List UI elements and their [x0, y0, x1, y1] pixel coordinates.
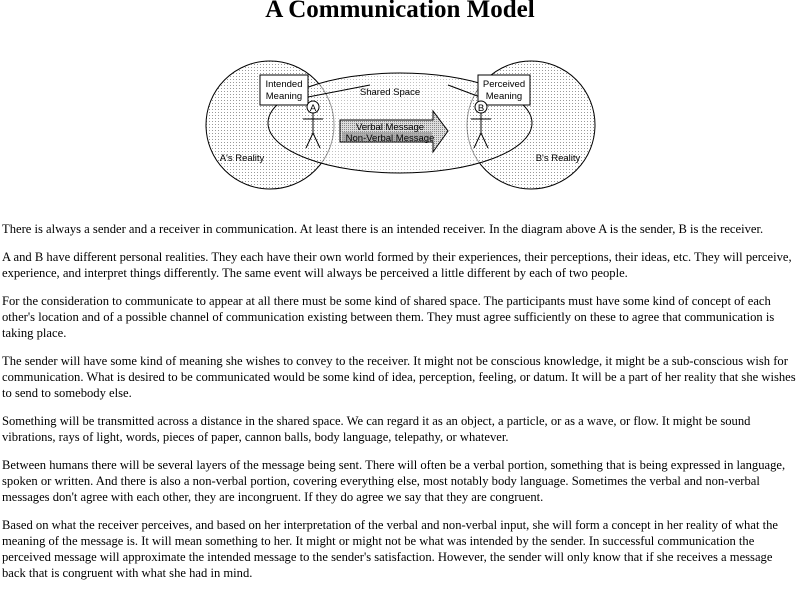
perceived-label-2: Meaning: [486, 91, 522, 102]
paragraph: Based on what the receiver perceives, an…: [2, 518, 778, 580]
nonverbal-message-band: [342, 132, 432, 141]
a-reality-label: A's Reality: [220, 153, 265, 164]
paragraph: Between humans there will be several lay…: [2, 458, 786, 504]
communication-model-diagram: Intended Meaning Perceived Meaning Share…: [205, 60, 596, 190]
b-reality-label: B's Reality: [536, 153, 581, 164]
shared-space-label: Shared Space: [360, 87, 420, 98]
paragraph: A and B have different personal realitie…: [2, 250, 792, 280]
paragraph: For the consideration to communicate to …: [2, 294, 775, 340]
receiver-label: B: [478, 103, 484, 114]
person-a-figure: [303, 100, 323, 149]
perceived-meaning-connector: [447, 84, 481, 98]
person-b-figure: [471, 100, 491, 149]
sender-label: A: [310, 103, 317, 114]
intended-meaning-connector: [307, 84, 371, 98]
verbal-message-label: Verbal Message: [356, 122, 424, 133]
perceived-meaning-box: [477, 74, 531, 106]
perceived-label-1: Perceived: [483, 79, 525, 90]
intended-label-2: Meaning: [266, 91, 302, 102]
nonverbal-message-label: Non-Verbal Message: [346, 133, 435, 144]
paragraph: Something will be transmitted across a d…: [2, 414, 751, 444]
paragraph: There is always a sender and a receiver …: [2, 222, 764, 236]
paragraph: The sender will have some kind of meanin…: [2, 354, 796, 400]
intended-meaning-box: [259, 74, 309, 106]
article-body: There is always a sender and a receiver …: [2, 221, 798, 593]
intended-label-1: Intended: [266, 79, 303, 90]
message-arrow: [339, 109, 449, 154]
page-title: A Communication Model: [265, 0, 535, 23]
